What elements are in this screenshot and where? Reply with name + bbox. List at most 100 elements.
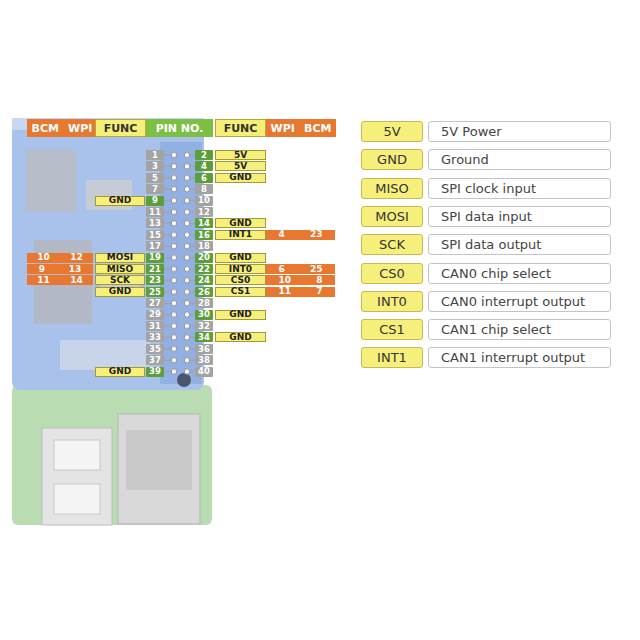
label-text: 25 [149, 288, 161, 297]
pin-number: 27 [146, 298, 164, 308]
label-text: 4 [201, 162, 207, 171]
label-text: 7 [152, 185, 158, 194]
label-text: GND [229, 173, 251, 182]
label-text: INT1 [229, 230, 252, 239]
label-text: PIN NO. [156, 123, 204, 134]
label-text: BCM [304, 123, 331, 134]
pin-number: 39 [146, 367, 164, 377]
pin-function: SCK [95, 275, 145, 285]
label-text: GND [377, 153, 407, 166]
gpio-number-cell: 9 13 [27, 264, 93, 274]
legend-description: SPI data input [428, 206, 611, 227]
label-text: 9 [152, 196, 158, 205]
pin-function: GND [215, 310, 266, 320]
pin-number: 7 [146, 184, 164, 194]
label-text: 8 [316, 276, 322, 285]
gpio-number-cell: 117 [266, 287, 335, 297]
pin-number: 37 [146, 355, 164, 365]
label-text: 26 [198, 288, 210, 297]
label-text: 10 [198, 196, 210, 205]
pin-number: 15 [146, 230, 164, 240]
label-text: 8 [201, 185, 207, 194]
label-text: 14 [70, 276, 83, 285]
legend-description: CAN1 chip select [428, 319, 611, 340]
header-cell: PIN NO. [146, 119, 213, 137]
label-text: 32 [198, 322, 210, 331]
label-text: 11 [279, 287, 292, 296]
legend-key: GND [361, 149, 423, 170]
pin-function: MISO [95, 264, 145, 274]
legend-description: SPI data output [428, 234, 611, 255]
label-text: GND [229, 310, 251, 319]
pin-number: 14 [195, 218, 213, 228]
label-text: FUNC [104, 123, 138, 134]
legend-key: SCK [361, 234, 423, 255]
usb-slot [54, 440, 100, 470]
legend-description: Ground [428, 149, 611, 170]
pin-number: 10 [195, 196, 213, 206]
pin-function: GND [215, 253, 266, 263]
label-text: SPI data output [441, 238, 541, 251]
pin-number: 16 [195, 230, 213, 240]
label-text: MISO [107, 265, 133, 274]
label-text: GND [229, 333, 251, 342]
label-text: WPI [68, 123, 92, 134]
pin-number: 5 [146, 173, 164, 183]
label-text: 10 [279, 276, 292, 285]
label-text: 9 [39, 265, 45, 274]
pin-function: GND [95, 367, 145, 377]
label-text: 13 [69, 265, 82, 274]
pin-number: 19 [146, 253, 164, 263]
legend-key: CS1 [361, 319, 423, 340]
label-text: 6 [201, 174, 207, 183]
label-text: 6 [279, 265, 285, 274]
label-text: 2 [201, 151, 207, 160]
label-text: 21 [149, 265, 161, 274]
pin-number: 8 [195, 184, 213, 194]
pin-number: 18 [195, 241, 213, 251]
label-text: 4 [279, 230, 285, 239]
label-text: MOSI [375, 210, 409, 223]
label-text: MISO [375, 182, 409, 195]
legend-key: CS0 [361, 263, 423, 284]
label-text: 38 [198, 356, 210, 365]
pin-number: 24 [195, 275, 213, 285]
label-text: 17 [149, 242, 161, 251]
header-cell: BCM WPI [27, 119, 97, 137]
label-text: 40 [198, 367, 210, 376]
label-text: CAN1 chip select [441, 323, 551, 336]
gpio-number-cell: 10 8 [266, 275, 335, 285]
legend-key: 5V [361, 121, 423, 142]
label-text: 33 [149, 333, 161, 342]
pin-number: 20 [195, 253, 213, 263]
label-text: Ground [441, 153, 489, 166]
pin-number: 36 [195, 344, 213, 354]
label-text: GND [229, 219, 251, 228]
label-text: GND [109, 196, 131, 205]
pin-number: 32 [195, 321, 213, 331]
label-text: 1 [152, 151, 158, 160]
header-cell: FUNC [95, 119, 146, 137]
gpio-number-cell: 11 14 [27, 275, 93, 285]
pin-number: 38 [195, 355, 213, 365]
pin-number: 9 [146, 196, 164, 206]
label-text: 11 [37, 276, 50, 285]
label-text: 19 [149, 253, 161, 262]
legend-key: INT0 [361, 291, 423, 312]
pin-function: GND [215, 173, 266, 183]
pin-number: 34 [195, 332, 213, 342]
label-text: 23 [149, 276, 161, 285]
usb-slot [54, 484, 100, 514]
label-text: CS0 [379, 267, 405, 280]
pin-number: 33 [146, 332, 164, 342]
label-text: 11 [149, 208, 161, 217]
gpio-number-cell: 423 [266, 230, 335, 240]
label-text: BCM [32, 123, 59, 134]
header-cell: FUNC [215, 119, 266, 137]
label-text: 30 [198, 310, 210, 319]
pin-function: 5V [215, 150, 266, 160]
label-text: 12 [70, 253, 83, 262]
chip [26, 150, 76, 212]
pin-number: 11 [146, 207, 164, 217]
